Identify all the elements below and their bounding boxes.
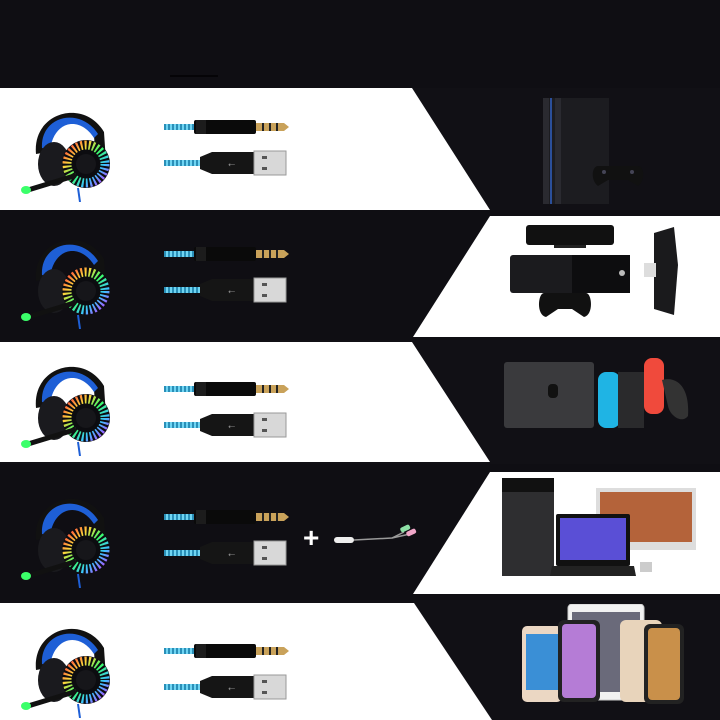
band-background: [0, 211, 720, 339]
row-xbox: [0, 211, 720, 339]
headset-icon: [14, 219, 124, 329]
pc-laptop-imac-icon: [502, 478, 696, 576]
headset-icon: [14, 478, 124, 588]
cables-jack-usb-icon: [162, 114, 292, 184]
iphone-ipad-icon: [522, 604, 684, 704]
headset-icon: [14, 92, 124, 202]
row-pc: +: [0, 466, 720, 597]
headset-icon: [14, 346, 124, 456]
cables-jack-usb-icon: [162, 504, 292, 574]
header-shadow-line: [170, 75, 218, 77]
cables-jack-usb-icon: [162, 638, 292, 708]
splitter-cable-icon: [334, 524, 417, 543]
nintendo-switch-icon: [504, 358, 689, 428]
plus-sign: +: [303, 522, 320, 553]
ps4-console-icon: [543, 98, 644, 204]
row-switch: [0, 340, 720, 464]
cables-jack-usb-icon: [162, 376, 292, 446]
cables-jack-usb-icon: [162, 241, 292, 311]
xbox-one-console-icon: [510, 225, 678, 317]
headset-icon: [14, 608, 124, 718]
top-dark-header: [0, 0, 720, 87]
row-mobile: [0, 600, 720, 720]
row-ps4: [0, 88, 720, 210]
